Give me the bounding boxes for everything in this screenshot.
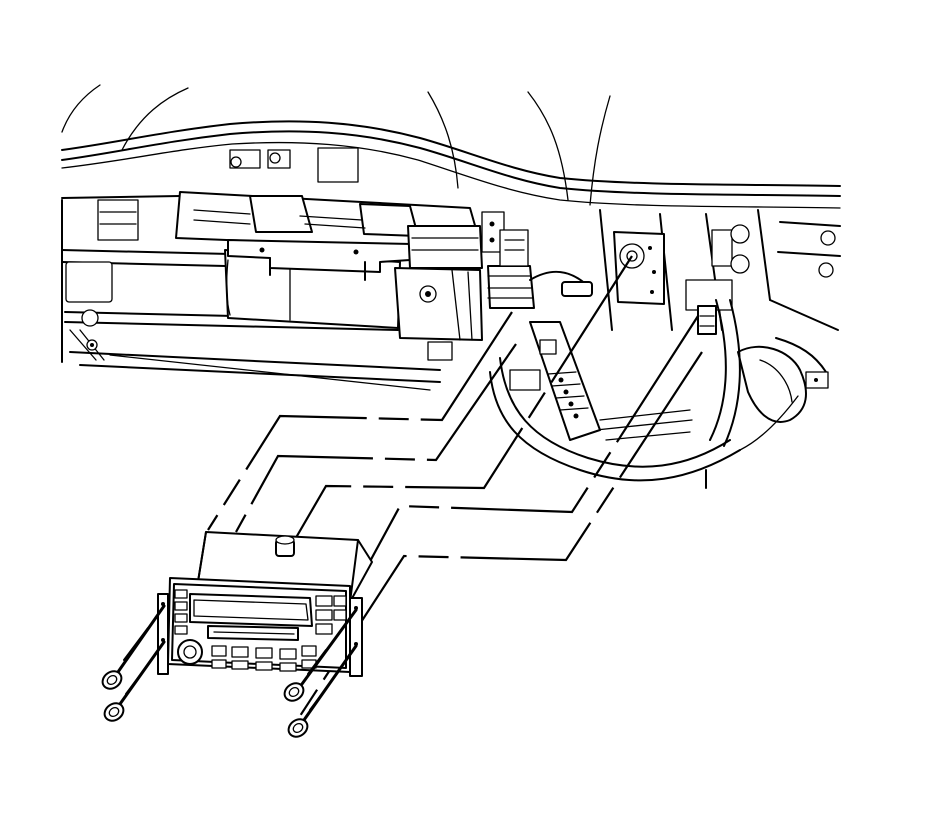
radio-unit [157, 531, 373, 677]
bolt-right-lower [287, 644, 358, 738]
bolt-right-upper [283, 608, 358, 702]
instrument-panel-carrier [61, 84, 841, 489]
bolt-left-upper [101, 604, 166, 690]
bolt-left-lower [103, 640, 166, 722]
radio-mounting-bolts [101, 604, 358, 738]
